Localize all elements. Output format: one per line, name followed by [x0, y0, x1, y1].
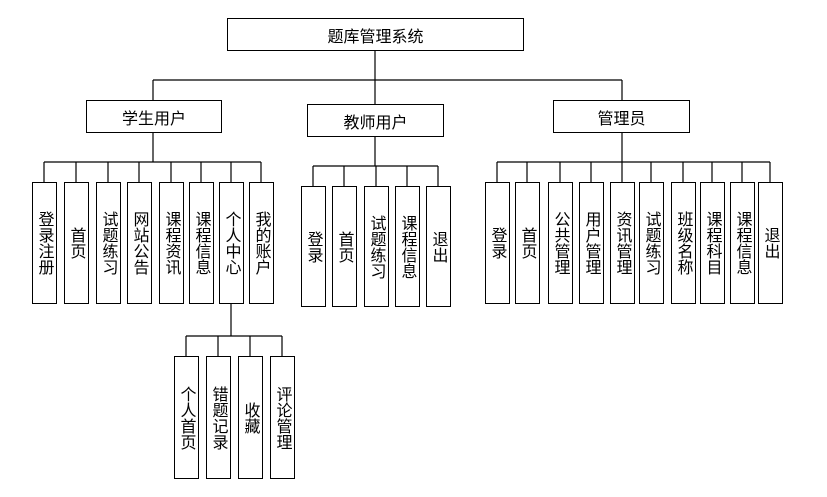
- admin-item-home: 首页: [515, 182, 540, 304]
- teacher-node: 教师用户: [307, 104, 444, 137]
- admin-item-news-mgmt: 资讯管理: [610, 182, 635, 304]
- root-node: 题库管理系统: [227, 18, 524, 51]
- admin-item-class-name: 班级名称: [671, 182, 696, 304]
- student-node: 学生用户: [86, 100, 222, 133]
- teacher-item-home: 首页: [332, 186, 357, 307]
- student-item-course-info: 课程信息: [189, 182, 214, 304]
- admin-item-practice: 试题练习: [639, 182, 664, 304]
- teacher-label: 教师用户: [343, 112, 408, 132]
- student-item-personal-center: 个人中心: [219, 182, 244, 304]
- admin-item-login: 登录: [485, 182, 510, 304]
- student-item-practice: 试题练习: [96, 182, 121, 304]
- root-label: 题库管理系统: [327, 26, 424, 46]
- admin-item-logout: 退出: [758, 182, 783, 304]
- student-item-home: 首页: [64, 182, 89, 304]
- teacher-item-login: 登录: [301, 186, 326, 307]
- personal-item-favorites: 收藏: [238, 356, 263, 479]
- student-item-login-register: 登录注册: [32, 182, 57, 304]
- student-item-my-account: 我的账户: [249, 182, 274, 304]
- teacher-item-practice: 试题练习: [364, 186, 389, 307]
- teacher-item-logout: 退出: [426, 186, 451, 307]
- admin-node: 管理员: [553, 100, 690, 133]
- admin-item-course-info: 课程信息: [730, 182, 755, 304]
- student-label: 学生用户: [121, 108, 186, 128]
- student-item-announcement: 网站公告: [127, 182, 152, 304]
- admin-item-course-subject: 课程科目: [700, 182, 725, 304]
- teacher-item-course-info: 课程信息: [395, 186, 420, 307]
- admin-label: 管理员: [597, 108, 646, 128]
- admin-item-user-mgmt: 用户管理: [579, 182, 604, 304]
- personal-item-wrong-questions: 错题记录: [206, 356, 231, 479]
- admin-item-public-mgmt: 公共管理: [548, 182, 573, 304]
- personal-item-home: 个人首页: [174, 356, 199, 479]
- student-item-course-news: 课程资讯: [159, 182, 184, 304]
- personal-item-comments: 评论管理: [270, 356, 295, 479]
